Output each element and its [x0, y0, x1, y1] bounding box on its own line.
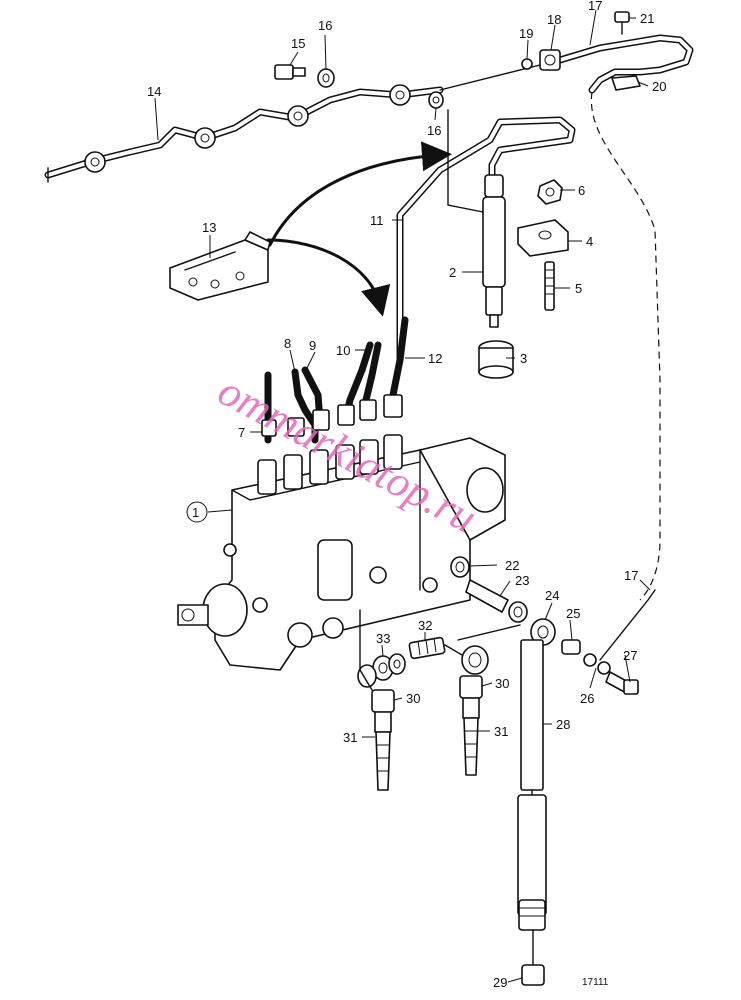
callout-10: 10: [336, 343, 350, 358]
hose-nipple-left: [371, 689, 395, 791]
callout-15: 15: [291, 36, 305, 51]
callout-2: 2: [449, 265, 456, 280]
hose-plug: [521, 929, 545, 986]
callout-28: 28: [556, 717, 570, 732]
callout-12: 12: [428, 351, 442, 366]
banjo-bolt: [274, 64, 306, 80]
callout-25: 25: [566, 606, 580, 621]
return-fuel-line: [44, 84, 444, 183]
banjo-washers: [357, 653, 406, 688]
injector-pipe: [396, 116, 576, 364]
callout-13: 13: [202, 220, 216, 235]
inlet-fitting: [450, 556, 556, 646]
clip-screw: [614, 11, 630, 35]
callout-18: 18: [547, 12, 561, 27]
banjo-fitting: [461, 645, 489, 675]
callout-4: 4: [586, 234, 593, 249]
olive-ring: [521, 58, 533, 70]
callout-6: 6: [578, 183, 585, 198]
arrow-to-injector: [268, 141, 452, 247]
leak-off-route-dashed: [590, 91, 661, 601]
sealing-washer-right: [428, 91, 444, 109]
callout-16-right: 16: [427, 123, 441, 138]
callout-30-left: 30: [406, 691, 420, 706]
callout-3: 3: [520, 351, 527, 366]
fuel-hose: [517, 639, 547, 931]
pipe-clip: [611, 75, 641, 91]
hose-nipple-right: [459, 675, 483, 776]
callout-17-right: 17: [624, 568, 638, 583]
callout-31-right: 31: [494, 724, 508, 739]
callout-labels: 1 2 3 4 5 6 7 8 9 10 11 12 13 14 15 16 1…: [147, 0, 666, 990]
injector-sleeve: [478, 340, 514, 379]
callout-23: 23: [515, 573, 529, 588]
banjo-bolt-lower: [408, 636, 446, 660]
fuel-injector: [447, 109, 506, 328]
callout-19: 19: [519, 26, 533, 41]
assembly-line-lower: [359, 609, 521, 691]
callout-9: 9: [309, 338, 316, 353]
arrow-to-pump: [266, 238, 391, 317]
callout-29: 29: [493, 975, 507, 990]
callout-5: 5: [575, 281, 582, 296]
clamp-nut: [537, 179, 563, 205]
callout-31-left: 31: [343, 730, 357, 745]
callout-33: 33: [376, 631, 390, 646]
leader-lines: [154, 9, 651, 983]
callout-17-top: 17: [588, 0, 602, 13]
callout-27: 27: [623, 648, 637, 663]
callout-7: 7: [238, 425, 245, 440]
callout-20: 20: [652, 79, 666, 94]
callout-32: 32: [418, 618, 432, 633]
callout-16-top: 16: [318, 18, 332, 33]
callout-1: 1: [192, 505, 199, 520]
bleed-fitting: [561, 589, 656, 695]
clamp-stud: [544, 261, 555, 311]
callout-30-right: 30: [495, 676, 509, 691]
callout-8: 8: [284, 336, 291, 351]
callout-26: 26: [580, 691, 594, 706]
union-nut: [539, 49, 561, 71]
pump-elements: [257, 434, 403, 495]
callout-21: 21: [640, 11, 654, 26]
callout-24: 24: [545, 588, 559, 603]
sealing-washer-top: [317, 68, 335, 88]
injection-pump: [177, 434, 506, 671]
pump-bracket: [169, 231, 271, 301]
callout-22: 22: [505, 558, 519, 573]
callout-14: 14: [147, 84, 161, 99]
figure-reference-number: 17111: [582, 977, 609, 988]
callout-11: 11: [370, 213, 384, 228]
injector-clamp: [517, 219, 569, 257]
delivery-pipes: [261, 316, 409, 444]
